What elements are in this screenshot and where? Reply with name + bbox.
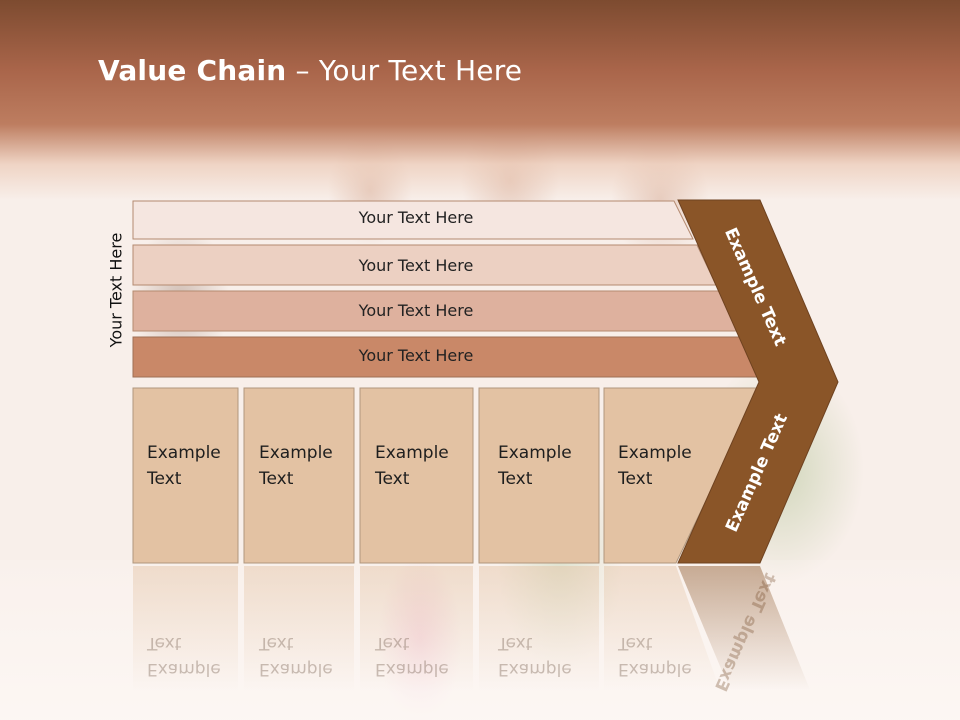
reflection-4-line-2: Text	[498, 633, 533, 653]
reflection-2-line-1: Example	[259, 659, 333, 679]
row-label-2: Your Text Here	[358, 256, 474, 275]
reflection-1-line-1: Example	[147, 659, 221, 679]
box-reflection-1	[133, 566, 238, 691]
box-reflection-5	[604, 566, 720, 690]
reflection-3-line-1: Example	[375, 659, 449, 679]
box-reflection-text-5: Example Text	[618, 630, 692, 682]
box-1-line-1: Example	[147, 443, 221, 463]
box-5-line-2: Text	[618, 469, 653, 489]
box-3-line-2: Text	[375, 469, 410, 489]
box-reflection-text-2: Example Text	[259, 630, 333, 682]
reflection-5-line-2: Text	[618, 633, 653, 653]
title-bold: Value Chain	[98, 54, 287, 87]
box-4-line-1: Example	[498, 443, 572, 463]
reflection-3-line-2: Text	[375, 633, 410, 653]
box-shape-3	[359, 387, 474, 564]
box-3-line-1: Example	[375, 443, 449, 463]
box-shape-2	[243, 387, 355, 564]
reflection-1-line-2: Text	[147, 633, 182, 653]
box-1-line-2: Text	[147, 469, 182, 489]
row-label-3: Your Text Here	[358, 301, 474, 320]
box-shape-1	[132, 387, 239, 564]
box-2-line-1: Example	[259, 443, 333, 463]
box-reflection-text-3: Example Text	[375, 630, 449, 682]
box-shape-4	[478, 387, 600, 564]
box-reflection-text-1: Example Text	[147, 630, 221, 682]
reflection-4-line-1: Example	[498, 659, 572, 679]
row-label-1: Your Text Here	[358, 208, 474, 227]
row-shape-1	[132, 200, 694, 240]
title-rest: – Your Text Here	[286, 54, 523, 87]
box-2-line-2: Text	[259, 469, 294, 489]
box-5-line-1: Example	[618, 443, 692, 463]
reflection-2-line-2: Text	[259, 633, 294, 653]
box-shape-5	[603, 387, 761, 564]
header-band	[0, 0, 960, 200]
reflection-5-line-1: Example	[618, 659, 692, 679]
row-label-4: Your Text Here	[358, 346, 474, 365]
slide-title: Value Chain – Your Text Here	[98, 54, 522, 87]
box-reflection-text-4: Example Text	[498, 630, 572, 682]
box-reflection-4	[479, 566, 599, 691]
chevron-shape	[677, 199, 839, 564]
box-reflection-2	[244, 566, 354, 691]
chevron-reflection	[678, 566, 810, 690]
box-reflection-3	[360, 566, 473, 691]
box-4-line-2: Text	[498, 469, 533, 489]
